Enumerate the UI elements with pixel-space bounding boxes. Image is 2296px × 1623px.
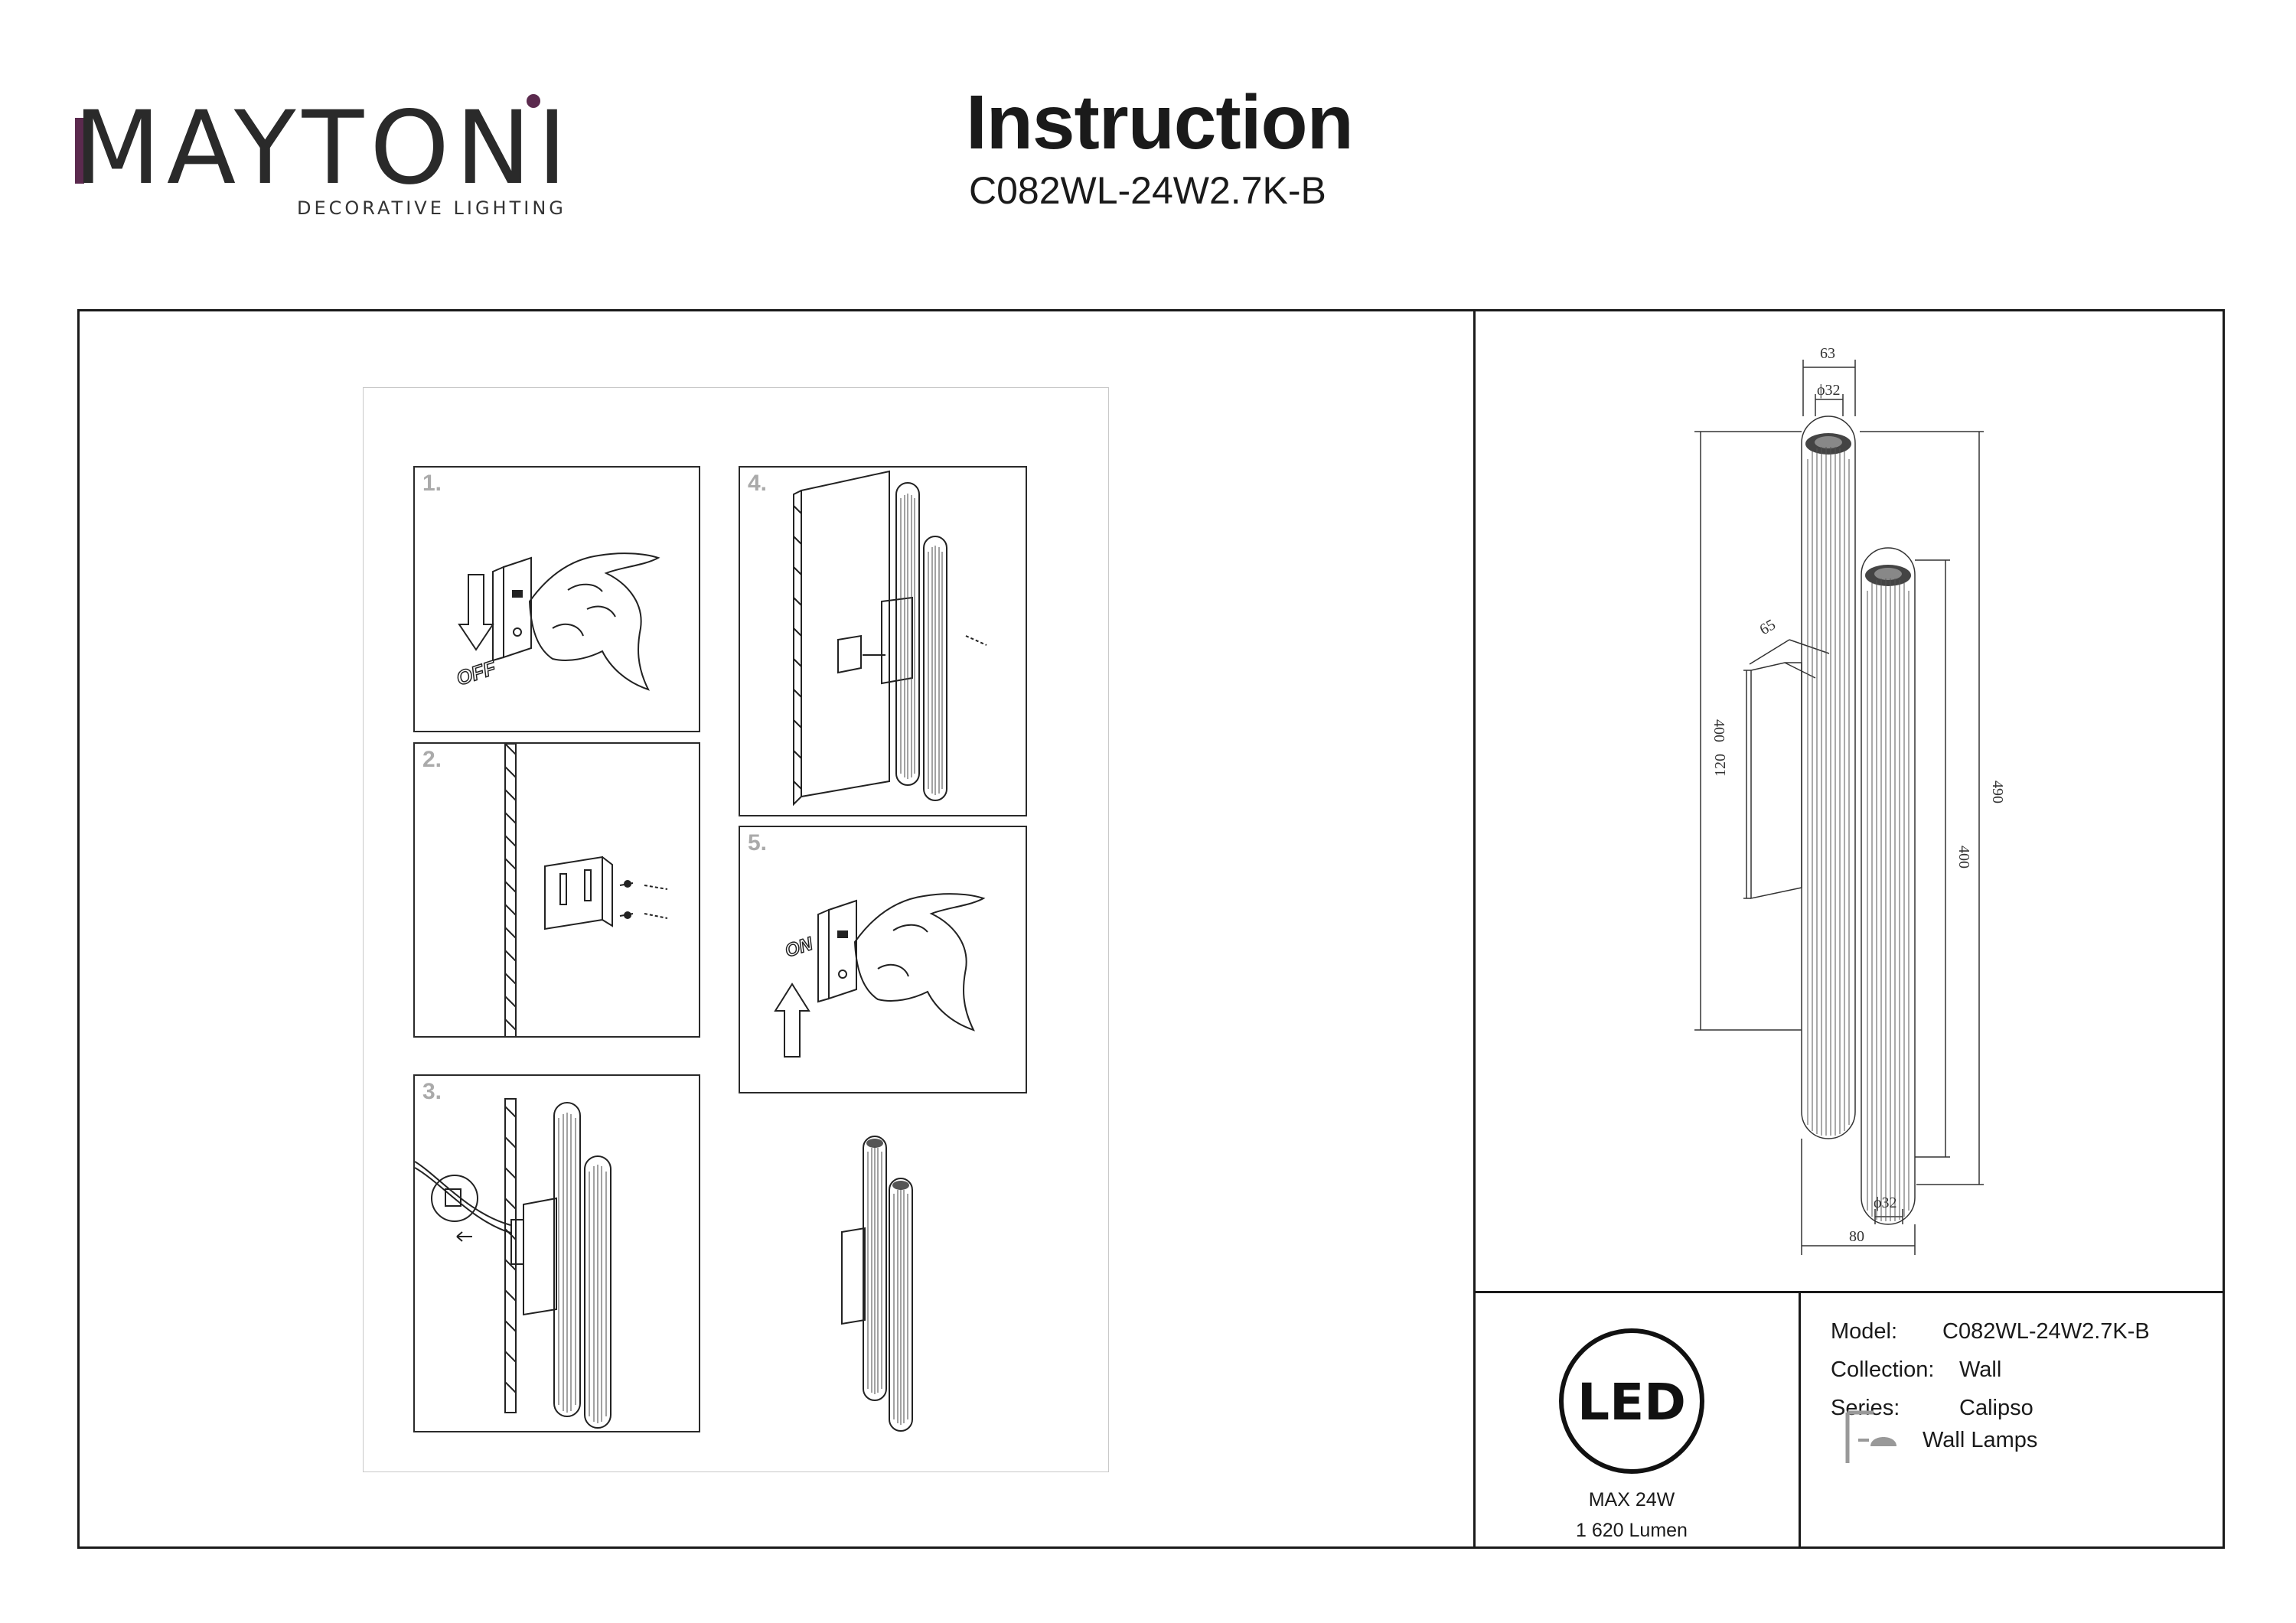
step-1-panel: 1. OFF [413, 466, 700, 732]
dim-base-height: 120 [1712, 754, 1729, 777]
attach-lamp-icon [793, 470, 987, 807]
step-number: 2. [422, 747, 442, 772]
finished-lamp-illustration [841, 1136, 913, 1432]
content-frame [77, 309, 2225, 1549]
on-label: ON [783, 934, 816, 962]
wire-connection-icon [415, 1098, 612, 1429]
mounting-bracket-screws-icon [504, 744, 668, 1036]
spec-collection-label: Collection: [1831, 1357, 1935, 1382]
dim-depth: 65 [1757, 616, 1779, 638]
spec-series-value: Calipso [1959, 1396, 2033, 1420]
dim-diameter-top: ϕ32 [1817, 382, 1841, 399]
dim-height-right: 400 [1955, 846, 1972, 869]
off-label: OFF [454, 656, 500, 690]
step-3-panel: 3. [413, 1074, 700, 1432]
dimension-drawing: 63 ϕ32 65 400 120 490 400 ϕ32 80 [1694, 345, 2006, 1255]
dim-height-left: 400 [1711, 719, 1727, 742]
logo-accent-bar [75, 118, 84, 184]
divider-vertical [1473, 311, 1476, 1546]
spec-type-value: Wall Lamps [1923, 1428, 2038, 1452]
dim-width-bottom: 80 [1849, 1228, 1864, 1245]
led-label: LED [1577, 1373, 1686, 1432]
brand-name: MAYTONI [73, 90, 573, 207]
dim-diameter-bottom: ϕ32 [1874, 1194, 1897, 1211]
step-number: 1. [422, 471, 442, 496]
wall-lamp-icon [1845, 1410, 1896, 1463]
lumen-output: 1 620 Lumen [1576, 1520, 1688, 1541]
spec-model-value: C082WL-24W2.7K-B [1942, 1319, 2150, 1344]
spec-series-label: Series: [1831, 1396, 1900, 1420]
spec-collection-value: Wall [1959, 1357, 2002, 1382]
instruction-sheet [363, 387, 1109, 1472]
dim-height-total: 490 [1989, 781, 2006, 803]
page-model-code: C082WL-24W2.7K-B [969, 169, 1326, 212]
step-5-panel: 5. ON [739, 826, 1027, 1093]
brand-tagline: DECORATIVE LIGHTING [297, 197, 566, 219]
divider-info [1799, 1291, 1801, 1546]
step-2-panel: 2. [413, 742, 700, 1038]
power-switch-off-icon: OFF [453, 552, 660, 691]
dim-width-top: 63 [1820, 345, 1835, 362]
brand-logo [75, 94, 540, 184]
divider-horizontal [1473, 1291, 2225, 1293]
step-number: 5. [748, 830, 768, 855]
spec-model-label: Model: [1831, 1319, 1898, 1344]
step-number: 4. [748, 471, 768, 496]
logo-dot-icon [527, 94, 540, 108]
led-icon: LED [1559, 1328, 1704, 1474]
page-title: Instruction [966, 80, 1354, 165]
max-power: MAX 24W [1588, 1489, 1675, 1511]
step-4-panel: 4. [739, 466, 1027, 816]
step-number: 3. [422, 1079, 442, 1104]
power-switch-on-icon: ON [774, 893, 986, 1058]
